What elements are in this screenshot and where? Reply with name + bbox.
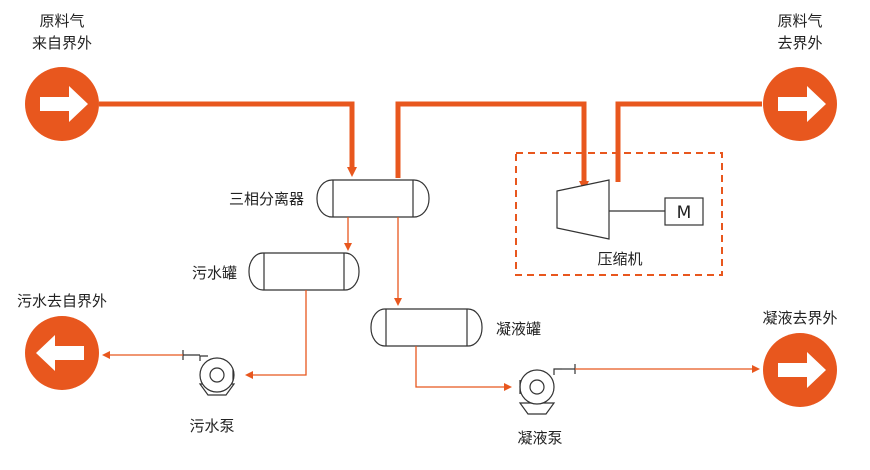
compressor-label: 压缩机: [597, 250, 642, 268]
right-arrow-circle-icon: [778, 352, 826, 388]
left-arrow-circle-icon: [36, 335, 84, 371]
feed-in-label-line1: 原料气: [39, 12, 84, 30]
feed-gas-line: [99, 101, 357, 177]
condensate-out-terminal: [763, 333, 837, 407]
three-phase-separator: [316, 179, 430, 218]
condensate-out-label: 凝液去界外: [762, 309, 837, 327]
feed-in-terminal: [25, 67, 99, 141]
right-arrow-circle-icon: [778, 86, 826, 122]
condensate-pump-label: 凝液泵: [517, 429, 562, 447]
wastewater-pump: [182, 350, 236, 396]
wastewater-pump-label: 污水泵: [189, 417, 234, 435]
feed-in-label-line2: 来自界外: [32, 34, 92, 52]
wastewater-tank-to-pump-line: [245, 290, 307, 379]
three-phase-separator-label: 三相分离器: [229, 190, 304, 208]
wastewater-out-label: 污水去自界外: [17, 292, 107, 310]
wastewater-tank: [248, 252, 360, 291]
wastewater-out-terminal: [25, 316, 99, 390]
compressor-discharge-line: [615, 101, 762, 182]
motor: [664, 197, 704, 226]
compressor: [556, 179, 610, 240]
condensate-tank: [370, 308, 483, 347]
condensate-tank-label: 凝液罐: [496, 320, 541, 338]
right-arrow-circle-icon: [40, 86, 88, 122]
condensate-pump: [518, 364, 576, 415]
feed-out-terminal: [763, 67, 837, 141]
feed-out-label-line2: 去界外: [777, 34, 822, 52]
feed-out-label-line1: 原料气: [777, 12, 822, 30]
separator-gas-line: [395, 101, 589, 191]
condensate-tank-to-pump-line: [415, 346, 512, 391]
motor-label: M: [677, 203, 692, 223]
wastewater-tank-label: 污水罐: [192, 264, 237, 282]
